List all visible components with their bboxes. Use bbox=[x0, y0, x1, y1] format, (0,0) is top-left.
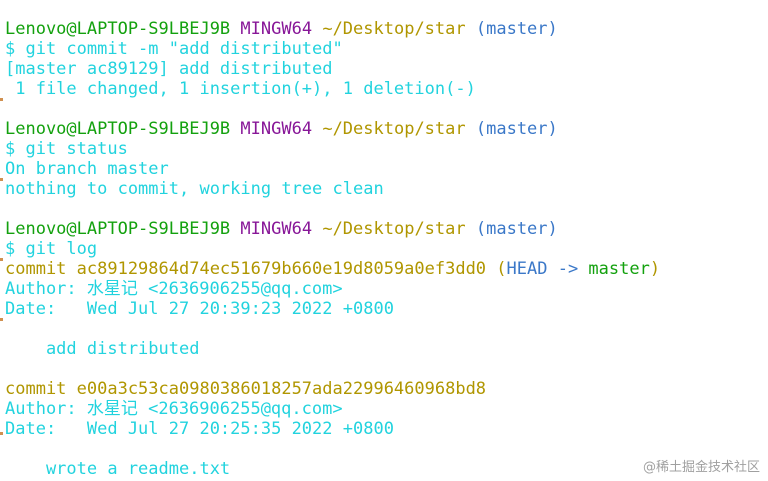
blank-line bbox=[5, 99, 768, 119]
gutter-marker bbox=[0, 432, 3, 435]
prompt-user: Lenovo@LAPTOP-S9LBEJ9B bbox=[5, 19, 231, 39]
head-ref: HEAD -> bbox=[506, 259, 589, 279]
log-message: wrote a readme.txt bbox=[5, 459, 231, 479]
command-line: $ git status bbox=[5, 139, 128, 159]
log-commit-line: commit ac89129864d74ec51679b660e19d8059a… bbox=[5, 259, 661, 279]
gutter-marker bbox=[0, 318, 3, 321]
prompt-shell: MINGW64 bbox=[240, 219, 313, 239]
output-line: On branch master bbox=[5, 159, 169, 179]
gutter-marker bbox=[0, 178, 3, 181]
log-message: add distributed bbox=[5, 339, 200, 359]
log-date: Date: Wed Jul 27 20:39:23 2022 +0800 bbox=[5, 299, 394, 319]
gutter-marker bbox=[0, 98, 3, 101]
blank-line bbox=[5, 319, 768, 339]
gutter-marker bbox=[0, 258, 3, 261]
blank-line bbox=[5, 199, 768, 219]
output-line: nothing to commit, working tree clean bbox=[5, 179, 384, 199]
blank-line bbox=[5, 359, 768, 379]
command-line: $ git log bbox=[5, 239, 98, 259]
watermark: @稀土掘金技术社区 bbox=[642, 460, 760, 475]
terminal-output: Lenovo@LAPTOP-S9LBEJ9B MINGW64 ~/Desktop… bbox=[5, 19, 768, 479]
prompt-shell: MINGW64 bbox=[240, 19, 313, 39]
commit-hash: commit ac89129864d74ec51679b660e19d8059a… bbox=[5, 259, 497, 279]
log-author: Author: 水星记 <2636906255@qq.com> bbox=[5, 399, 343, 419]
prompt-branch: (master) bbox=[475, 219, 558, 239]
prompt-path: ~/Desktop/star bbox=[322, 19, 466, 39]
prompt-line: Lenovo@LAPTOP-S9LBEJ9B MINGW64 ~/Desktop… bbox=[5, 19, 768, 39]
log-author: Author: 水星记 <2636906255@qq.com> bbox=[5, 279, 343, 299]
log-date: Date: Wed Jul 27 20:25:35 2022 +0800 bbox=[5, 419, 394, 439]
prompt-user: Lenovo@LAPTOP-S9LBEJ9B bbox=[5, 219, 231, 239]
prompt-path: ~/Desktop/star bbox=[322, 119, 466, 139]
command-line: $ git commit -m "add distributed" bbox=[5, 39, 343, 59]
prompt-line: Lenovo@LAPTOP-S9LBEJ9B MINGW64 ~/Desktop… bbox=[5, 219, 768, 239]
prompt-line: Lenovo@LAPTOP-S9LBEJ9B MINGW64 ~/Desktop… bbox=[5, 119, 768, 139]
output-line: 1 file changed, 1 insertion(+), 1 deleti… bbox=[5, 79, 476, 99]
prompt-user: Lenovo@LAPTOP-S9LBEJ9B bbox=[5, 119, 231, 139]
prompt-shell: MINGW64 bbox=[240, 119, 313, 139]
log-commit-line: commit e00a3c53ca0980386018257ada2299646… bbox=[5, 379, 487, 399]
head-branch: master bbox=[588, 259, 650, 279]
prompt-branch: (master) bbox=[475, 119, 558, 139]
prompt-path: ~/Desktop/star bbox=[322, 219, 466, 239]
prompt-branch: (master) bbox=[475, 19, 558, 39]
output-line: [master ac89129] add distributed bbox=[5, 59, 333, 79]
